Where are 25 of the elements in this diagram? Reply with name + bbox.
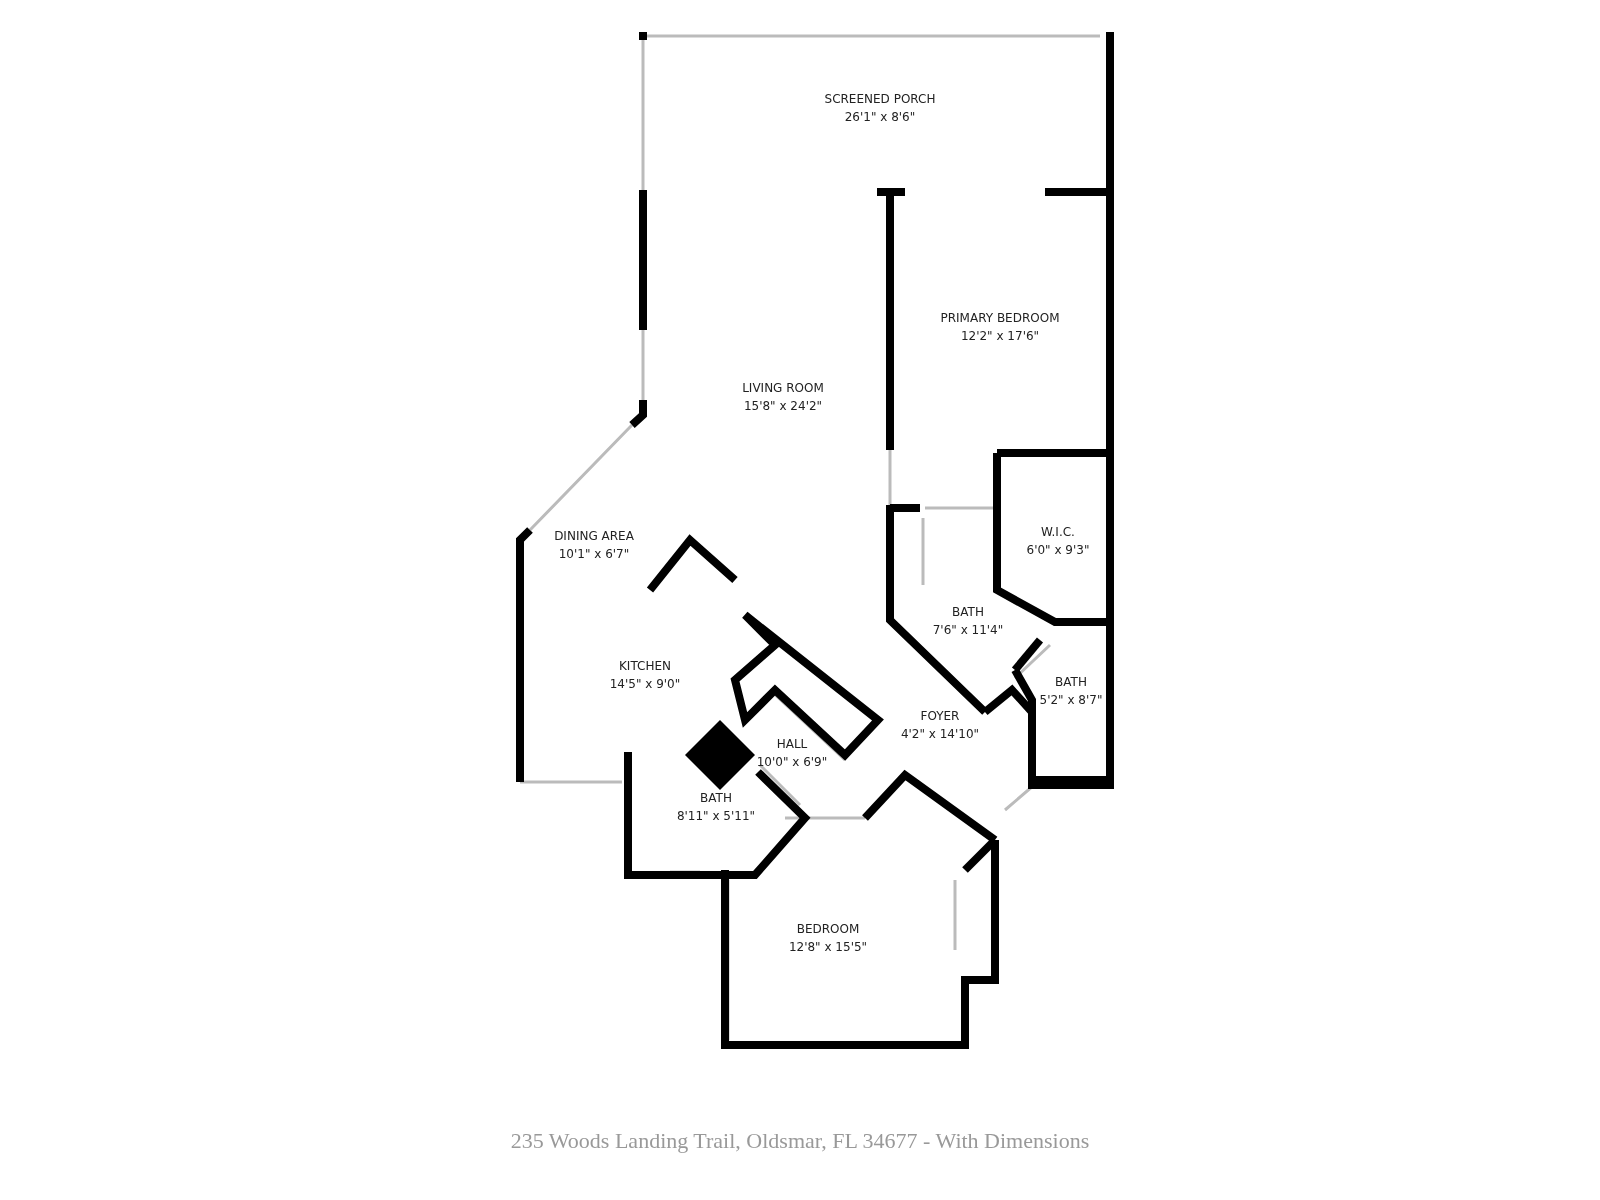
room-dimensions: 26'1" x 8'6" bbox=[843, 109, 917, 126]
caption: 235 Woods Landing Trail, Oldsmar, FL 34677 - With Dimensions bbox=[509, 1128, 1091, 1154]
room-name: BATH bbox=[1054, 674, 1088, 691]
room-name: BATH bbox=[699, 790, 733, 807]
room-dimensions: 10'0" x 6'9" bbox=[756, 754, 828, 771]
room-dimensions: 4'2" x 14'10" bbox=[900, 726, 980, 743]
room-dimensions: 5'2" x 8'7" bbox=[1039, 692, 1103, 709]
room-dimensions: 12'8" x 15'5" bbox=[788, 939, 868, 956]
room-dimensions: 12'2" x 17'6" bbox=[959, 328, 1041, 345]
room-name: FOYER bbox=[919, 708, 961, 725]
room-name: DINING AREA bbox=[554, 528, 634, 545]
room-name: KITCHEN bbox=[618, 658, 672, 675]
room-dimensions: 8'11" x 5'11" bbox=[676, 808, 756, 825]
room-name: W.I.C. bbox=[1040, 524, 1076, 541]
room-dimensions: 7'6" x 11'4" bbox=[932, 622, 1004, 639]
room-name: SCREENED PORCH bbox=[824, 91, 936, 108]
room-dimensions: 6'0" x 9'3" bbox=[1026, 542, 1090, 559]
room-name: BATH bbox=[951, 604, 985, 621]
room-name: PRIMARY BEDROOM bbox=[940, 310, 1060, 327]
room-name: HALL bbox=[775, 736, 809, 753]
room-dimensions: 14'5" x 9'0" bbox=[609, 676, 681, 693]
room-dimensions: 15'8" x 24'2" bbox=[742, 398, 824, 415]
room-name: BEDROOM bbox=[795, 921, 861, 938]
room-name: LIVING ROOM bbox=[742, 380, 824, 397]
room-dimensions: 10'1" x 6'7" bbox=[557, 546, 631, 563]
